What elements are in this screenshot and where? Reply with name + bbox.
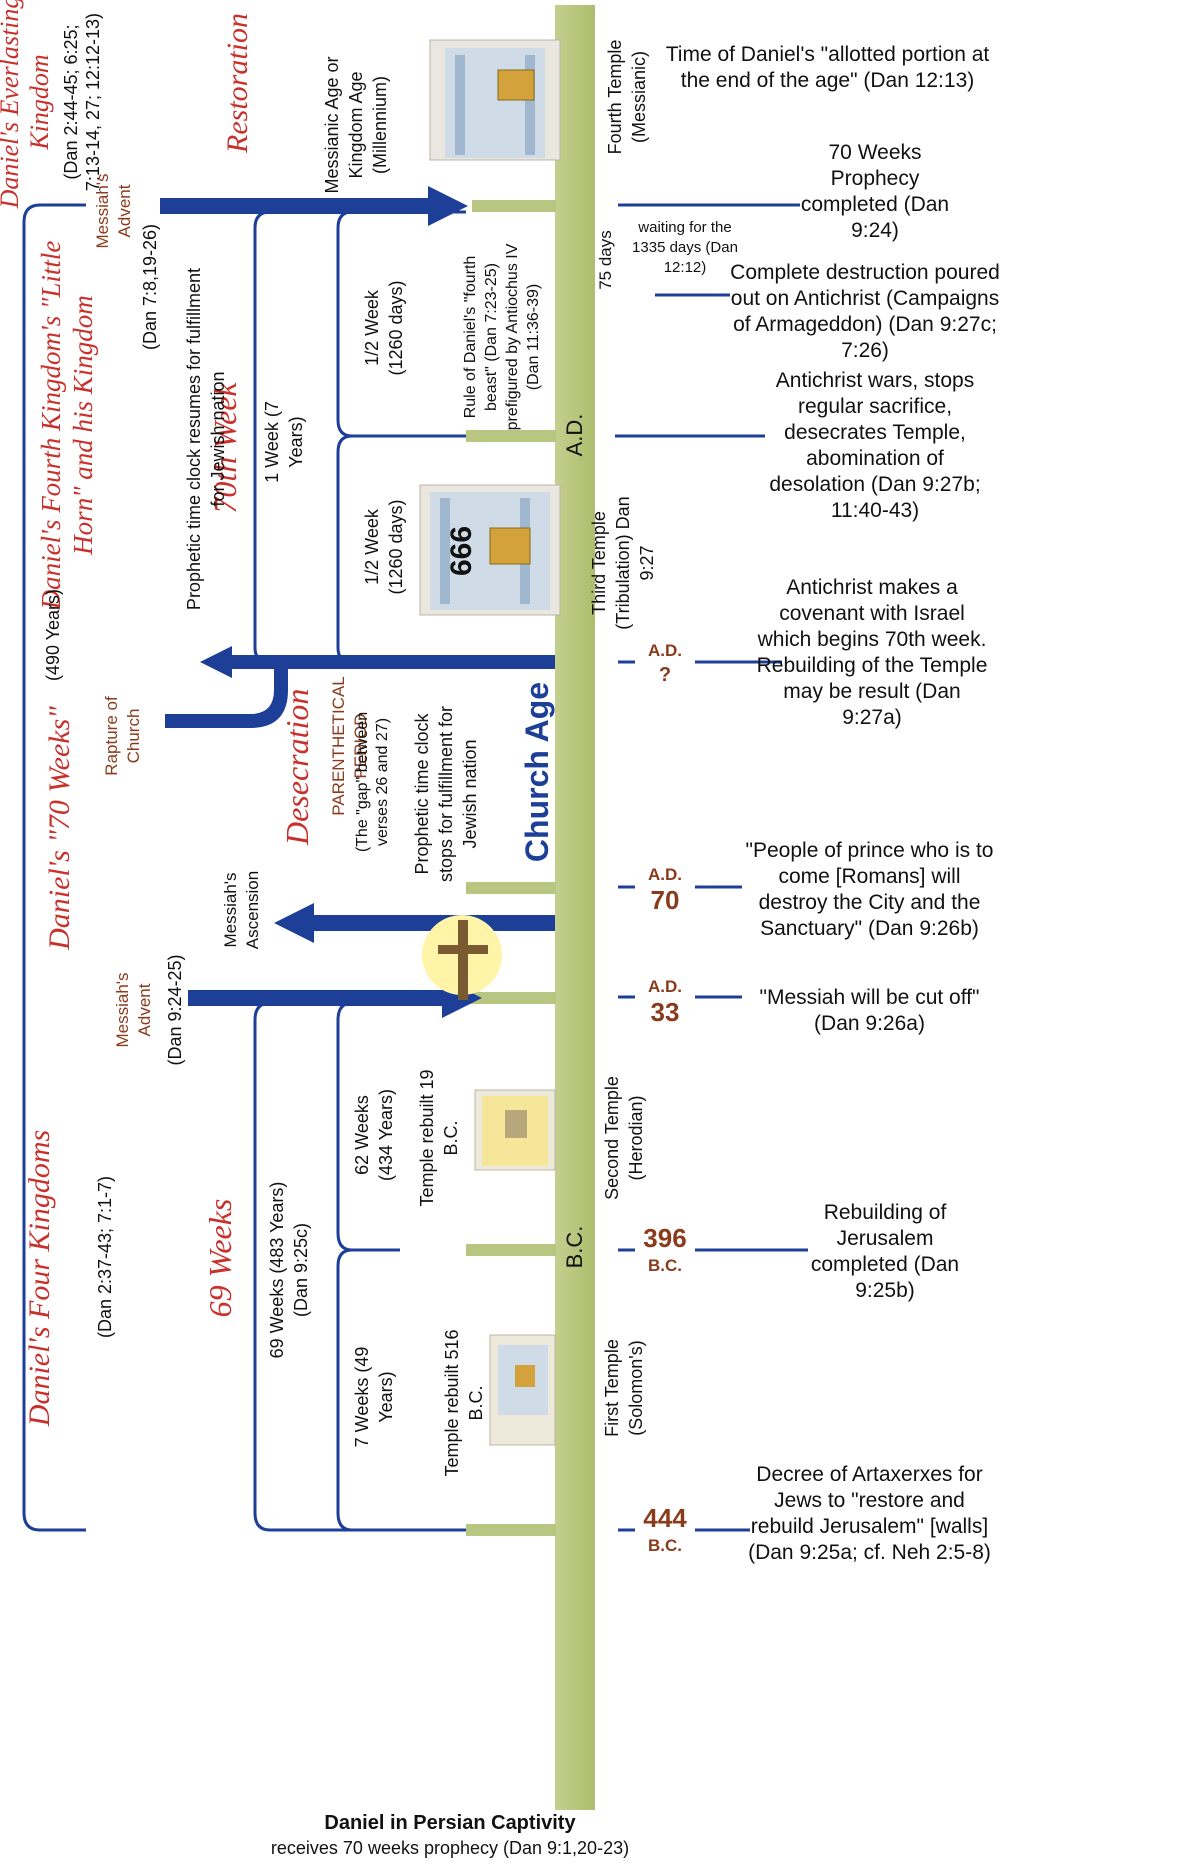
note-destruction: Complete destruction poured out on Antic…	[730, 261, 1000, 362]
tick-70-complete	[472, 200, 556, 212]
bc396-top: 396	[643, 1223, 687, 1253]
ascension-bar	[310, 915, 555, 931]
parenthetical-gap: (The "gap" between verses 26 and 27)	[354, 711, 391, 853]
tick-444bc	[466, 1524, 556, 1536]
tick-ad33	[466, 992, 556, 1004]
fourth-temple-label: Fourth Temple (Messianic)	[605, 39, 649, 155]
fourth-beast-rule: Rule of Daniel's "fourth beast" (Dan 7:2…	[462, 243, 542, 431]
messiah-advent-bottom-ref: (Dan 9:24-25)	[165, 954, 185, 1066]
half-week-upper: 1/2 Week (1260 days)	[362, 280, 406, 376]
sixtynine-weeks-label: 69 Weeks	[202, 1198, 238, 1318]
messiah-ascension: Messiah's Ascension	[221, 870, 262, 950]
bc-label: B.C.	[562, 1225, 587, 1269]
third-temple-label: Third Temple (Tribulation) Dan 9:27	[589, 496, 657, 630]
messianic-age: Messianic Age or Kingdom Age (Millennium…	[322, 56, 390, 194]
note-allotted: Time of Daniel's "allotted portion at th…	[665, 43, 990, 92]
temple-rebuilt-19: Temple rebuilt 19 B.C.	[417, 1069, 461, 1207]
daniel-captivity-sub: receives 70 weeks prophecy (Dan 9:1,20-2…	[270, 1838, 630, 1858]
messiah-advent-bottom: Messiah's Advent	[113, 972, 154, 1048]
ad-q-top: A.D.	[648, 641, 682, 660]
ad-q-bottom: ?	[658, 664, 672, 686]
rapture-bar	[230, 655, 555, 669]
note-romans: "People of prince who is to come [Romans…	[745, 839, 994, 940]
rapture-u-curve	[165, 669, 288, 728]
clock-resumes: Prophetic time clock resumes for fulfill…	[184, 267, 228, 611]
bracket-7-weeks	[336, 1248, 466, 1532]
restoration-label: Restoration	[221, 13, 254, 153]
ad70-bottom: 70	[650, 885, 680, 915]
messiah-advent-top: Messiah's Advent	[93, 173, 134, 249]
bc396-bottom: B.C.	[648, 1256, 682, 1275]
note-jerusalem: Rebuilding of Jerusalem completed (Dan 9…	[810, 1201, 960, 1302]
sixtynine-detail: 69 Weeks (483 Years) (Dan 9:25c)	[267, 1181, 311, 1359]
waiting-1335: waiting for the 1335 days (Dan 12:12)	[632, 219, 738, 276]
fourth-kingdom-title: Daniel's Fourth Kingdom's "Little Horn" …	[36, 240, 98, 610]
note-covenant: Antichrist makes a covenant with Israel …	[756, 576, 988, 729]
temple-666: 666	[445, 525, 478, 577]
second-temple-label: Second Temple (Herodian)	[602, 1076, 646, 1200]
note-decree: Decree of Artaxerxes for Jews to "restor…	[748, 1463, 991, 1564]
rapture-label: Rapture of Church	[102, 696, 143, 776]
rapture-arrow-head	[200, 646, 232, 678]
advent-bottom-bar	[188, 990, 446, 1006]
seventy-five-days: 75 days	[596, 230, 615, 290]
seven-weeks: 7 Weeks (49 Years)	[352, 1346, 396, 1448]
four-ninety-years: (490 Years)	[43, 588, 63, 682]
ascension-arrow-head	[274, 903, 314, 943]
fourth-temple-illustration	[429, 39, 561, 161]
timeline-bar	[555, 5, 595, 1810]
four-kingdoms-ref: (Dan 2:37-43; 7:1-7)	[95, 1175, 115, 1339]
second-temple-illustration	[474, 1089, 556, 1171]
tick-ad70	[466, 882, 556, 894]
tick-midweek	[466, 430, 556, 442]
four-kingdoms-title: Daniel's Four Kingdoms	[23, 1129, 56, 1427]
fourth-kingdom-ref: (Dan 7:8,19-26)	[140, 223, 160, 351]
ad-label: A.D.	[562, 413, 587, 457]
ad33-top: A.D.	[648, 977, 682, 996]
half-week-lower: 1/2 Week (1260 days)	[362, 499, 406, 595]
advent-top-bar	[160, 198, 430, 214]
everlasting-title: Daniel's Everlasting Kingdom	[0, 0, 54, 209]
third-temple-illustration	[419, 484, 561, 616]
tick-396bc	[466, 1244, 556, 1256]
bracket-490-years	[22, 203, 86, 1532]
ad70-top: A.D.	[648, 865, 682, 884]
note-antichrist-wars: Antichrist wars, stops regular sacrifice…	[769, 369, 981, 522]
note-seventy-completed: 70 Weeks Prophecy completed (Dan 9:24)	[800, 141, 950, 242]
first-temple-illustration	[489, 1334, 556, 1446]
daniel-captivity-title: Daniel in Persian Captivity	[324, 1812, 576, 1834]
bc444-bottom: B.C.	[648, 1536, 682, 1555]
first-temple-label: First Temple (Solomon's)	[602, 1339, 646, 1437]
seventy-weeks-label: Daniel's "70 Weeks"	[43, 706, 76, 950]
church-age-label: Church Age	[519, 681, 555, 863]
bc444-top: 444	[643, 1503, 687, 1533]
sixtytwo-weeks: 62 Weeks (434 Years)	[352, 1088, 396, 1182]
desecration-label: Desecration	[279, 688, 315, 845]
advent-top-arrow-head	[428, 186, 468, 226]
ad33-bottom: 33	[650, 997, 680, 1027]
note-cut-off: "Messiah will be cut off" (Dan 9:26a)	[759, 986, 980, 1035]
temple-rebuilt-516: Temple rebuilt 516 B.C.	[442, 1329, 486, 1477]
one-week: 1 Week (7 Years)	[262, 401, 306, 483]
cross-illustration	[422, 915, 502, 1000]
